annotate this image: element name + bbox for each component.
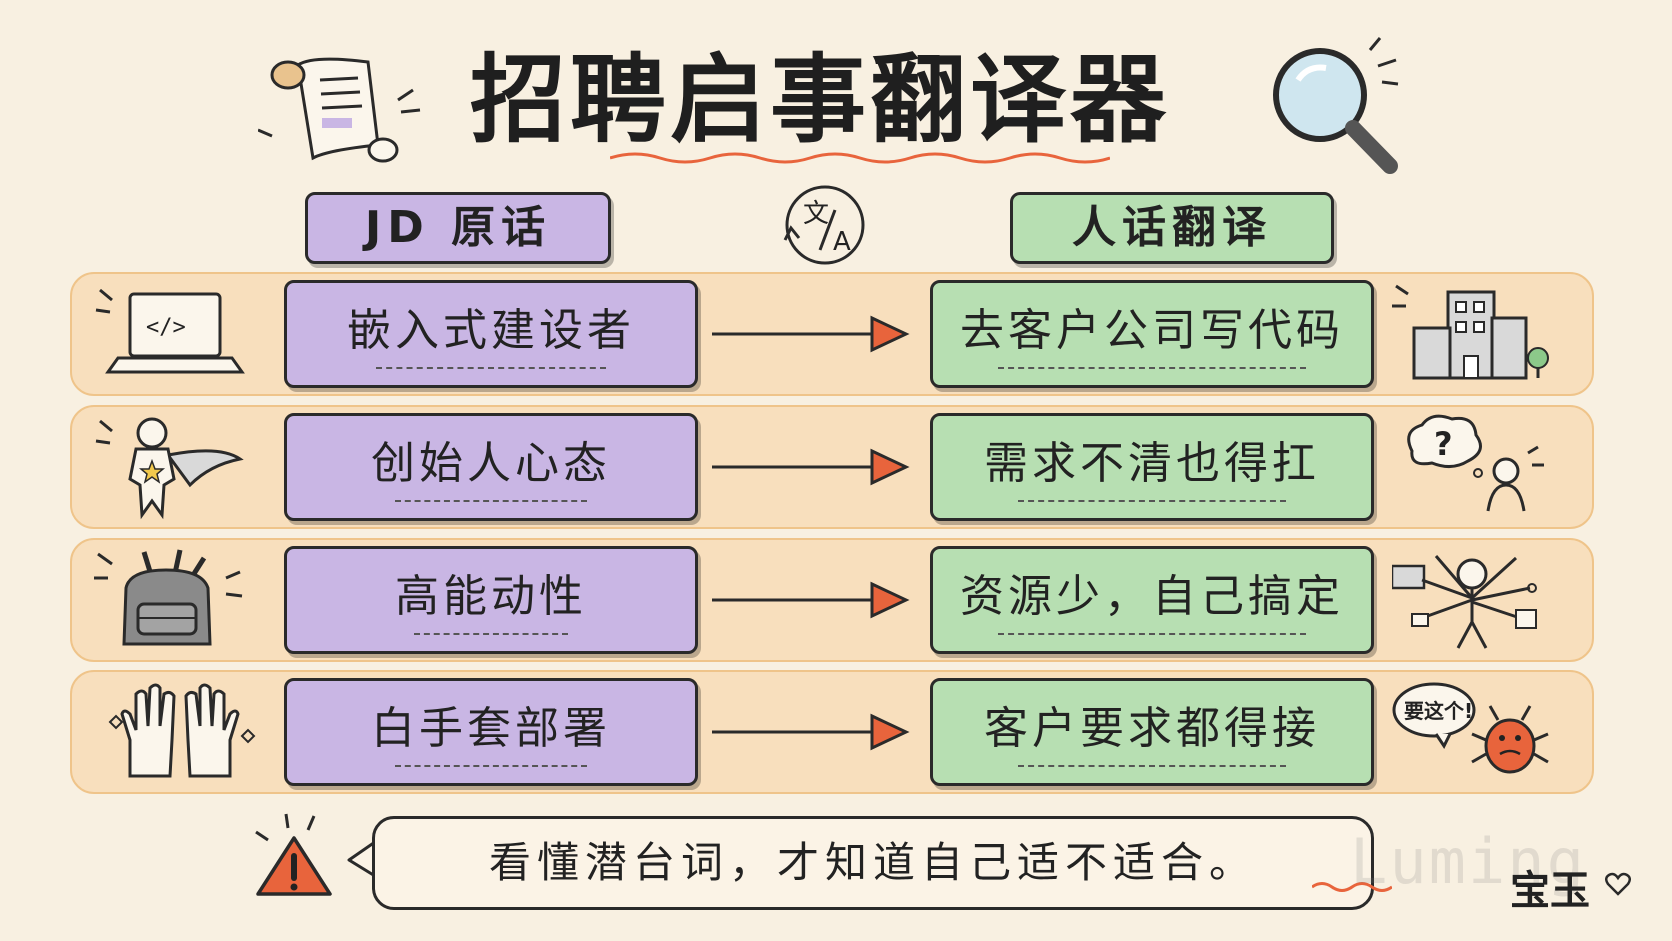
plain-translation: 客户要求都得接	[984, 681, 1320, 777]
heart-icon	[1605, 872, 1631, 896]
plain-translation-box: 去客户公司写代码	[930, 280, 1374, 388]
svg-text:文: 文	[803, 199, 829, 229]
page-title: 招聘启事翻译器	[470, 44, 1170, 156]
confused-person-icon: ?	[1407, 414, 1544, 512]
speech-tail	[347, 840, 376, 878]
translate-icon: 文 A	[783, 185, 865, 265]
translation-row: 白手套部署 客户要求都得接 要这个!	[70, 670, 1594, 794]
plain-translation: 资源少，自己搞定	[960, 549, 1344, 645]
tool-backpack-icon	[94, 549, 243, 646]
white-gloves-icon	[108, 683, 256, 778]
jd-phrase: 嵌入式建设者	[347, 283, 635, 379]
translation-row: </> 嵌入式建设者 去客户公司写代码	[70, 272, 1594, 396]
jd-original-header: JD 原话	[305, 192, 611, 264]
jd-phrase-box: 高能动性	[284, 546, 698, 654]
plain-translation-box: 客户要求都得接	[930, 678, 1374, 786]
svg-text:</>: </>	[146, 315, 186, 340]
svg-text:A: A	[833, 227, 851, 257]
scroll-icon	[258, 57, 421, 163]
plain-translation-header: 人话翻译	[1010, 192, 1334, 264]
jd-phrase-box: 嵌入式建设者	[284, 280, 698, 388]
title-underline	[610, 152, 1110, 164]
jd-phrase: 白手套部署	[371, 681, 611, 777]
jd-phrase: 创始人心态	[371, 416, 611, 512]
magnifier-icon	[1273, 37, 1399, 174]
laptop-code-icon: </>	[95, 288, 245, 374]
translation-row: 创始人心态 需求不清也得扛 ?	[70, 405, 1594, 529]
jd-phrase: 高能动性	[395, 549, 587, 645]
plain-translation-box: 需求不清也得扛	[930, 413, 1374, 521]
decorative-squiggle	[1312, 882, 1392, 892]
translation-row: 高能动性 资源少，自己搞定	[70, 538, 1594, 662]
plain-translation: 去客户公司写代码	[960, 283, 1344, 379]
office-building-icon	[1392, 284, 1549, 380]
plain-translation-box: 资源少，自己搞定	[930, 546, 1374, 654]
jd-phrase-box: 创始人心态	[284, 413, 698, 521]
arrow-icon	[712, 315, 910, 353]
multitasking-person-icon	[1392, 555, 1537, 649]
jd-phrase-box: 白手套部署	[284, 678, 698, 786]
takeaway-note: 看懂潜台词，才知道自己适不适合。	[372, 816, 1374, 910]
watermark: Luming	[1350, 825, 1586, 898]
arrow-icon	[712, 581, 910, 619]
bug-demanding-icon: 要这个!	[1392, 682, 1549, 774]
signature: 宝玉	[1510, 868, 1590, 914]
plain-translation: 需求不清也得扛	[984, 416, 1320, 512]
arrow-icon	[712, 713, 910, 751]
warning-icon	[255, 813, 332, 896]
arrow-icon	[712, 448, 910, 486]
bug-speech-text: 要这个!	[1404, 699, 1473, 723]
superhero-icon	[95, 417, 244, 520]
svg-text:?: ?	[1434, 425, 1453, 463]
